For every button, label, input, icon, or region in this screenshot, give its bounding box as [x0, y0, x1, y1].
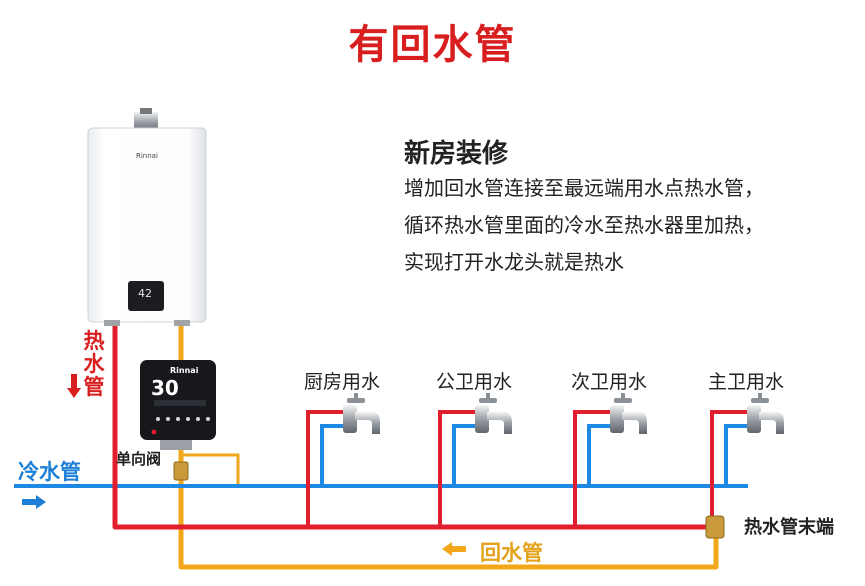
hot-water-pipe: [112, 320, 749, 530]
description-line-1: 增加回水管连接至最远端用水点热水管，: [404, 176, 764, 200]
pump-display: 30: [151, 376, 179, 400]
circulation-pump: [140, 360, 216, 450]
heater-display: 42: [138, 287, 152, 300]
tap-label-master-bath: 主卫用水: [708, 371, 785, 393]
faucet-icon: [747, 393, 784, 434]
water-heater: [87, 108, 207, 326]
hot-pipe-label: 热水管: [83, 329, 105, 399]
hot-pipe-end-label: 热水管末端: [744, 517, 834, 538]
tap-label-public-bath: 公卫用水: [436, 371, 513, 393]
check-valve-label: 单向阀: [116, 450, 162, 468]
description-line-3: 实现打开水龙头就是热水: [404, 250, 624, 274]
return-pipe: [178, 320, 719, 570]
cold-pipe-label: 冷水管: [18, 460, 81, 484]
faucet-icon: [610, 393, 647, 434]
tap-label-kitchen: 厨房用水: [304, 371, 381, 393]
description-line-2: 循环热水管里面的冷水至热水器里加热，: [404, 213, 764, 237]
return-pipe-label: 回水管: [480, 541, 543, 565]
faucet-icon: [475, 393, 512, 434]
cold-water-pipe: [14, 424, 749, 488]
arrow-down-icon: [67, 374, 81, 398]
tap-label-second-bath: 次卫用水: [571, 371, 648, 393]
page-title: 有回水管: [348, 22, 517, 68]
heater-brand: Rinnai: [136, 152, 158, 160]
faucet-icon: [343, 393, 380, 434]
arrow-left-icon: [442, 542, 466, 556]
pipe-fitting: [173, 461, 725, 539]
pump-brand: Rinnai: [170, 366, 199, 375]
description-heading: 新房装修: [404, 139, 509, 169]
arrow-right-icon: [22, 495, 46, 509]
